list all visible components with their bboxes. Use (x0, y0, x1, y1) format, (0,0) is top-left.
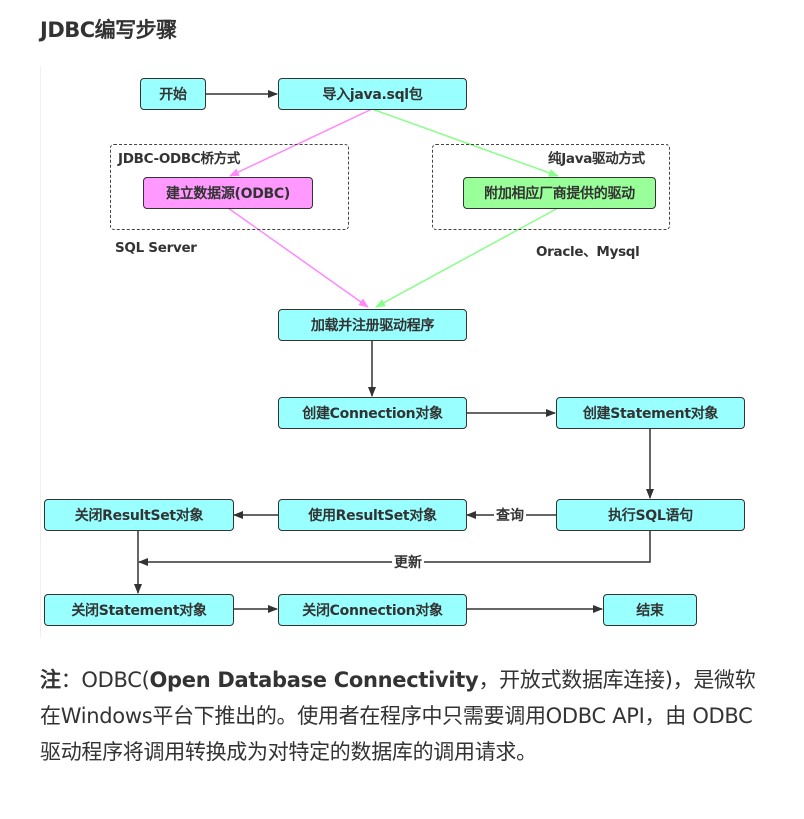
note-prefix: ODBC( (81, 668, 150, 692)
node-end: 结束 (603, 594, 697, 626)
node-use-resultset: 使用ResultSet对象 (278, 499, 467, 531)
group-jdbc-odbc-bridge-label: JDBC-ODBC桥方式 (118, 151, 241, 167)
edge-odbc-load (227, 207, 369, 308)
note-paragraph: 注：ODBC(Open Database Connectivity，开放式数据库… (40, 662, 770, 770)
node-create-statement: 创建Statement对象 (556, 397, 745, 429)
edge-label-update: 更新 (392, 552, 424, 572)
node-import-java-sql: 导入java.sql包 (278, 78, 467, 110)
node-execute-sql: 执行SQL语句 (556, 499, 745, 531)
group-jdbc-odbc-bridge (110, 144, 349, 230)
edge-label-query: 查询 (494, 505, 526, 525)
node-load-register-driver: 加载并注册驱动程序 (278, 309, 467, 341)
node-close-connection: 关闭Connection对象 (278, 594, 467, 626)
note-full-name: Open Database Connectivity (149, 668, 479, 692)
caption-oracle-mysql: Oracle、Mysql (536, 244, 640, 260)
edge-vendor-load (375, 207, 559, 308)
node-start: 开始 (140, 78, 206, 110)
node-close-statement: 关闭Statement对象 (44, 594, 234, 626)
note-label: 注 (40, 668, 61, 692)
edge-import-odbc (229, 108, 373, 177)
flowchart-frame (40, 67, 761, 637)
group-pure-java-label: 纯Java驱动方式 (548, 151, 645, 167)
edge-import-vendor (371, 108, 559, 177)
note-colon: ： (60, 668, 82, 692)
group-pure-java (432, 144, 670, 230)
page-title: JDBC编写步骤 (40, 18, 177, 42)
node-close-resultset: 关闭ResultSet对象 (44, 499, 234, 531)
caption-sql-server: SQL Server (115, 240, 197, 256)
note-body: ，开放式数据库连接)，是微软在Windows平台下推出的。使用者在程序中只需要调… (40, 668, 756, 764)
node-vendor-driver: 附加相应厂商提供的驱动 (463, 177, 656, 209)
node-create-connection: 创建Connection对象 (278, 397, 467, 429)
edge-execute-update (138, 530, 651, 566)
node-odbc-data-source: 建立数据源(ODBC) (143, 177, 313, 209)
